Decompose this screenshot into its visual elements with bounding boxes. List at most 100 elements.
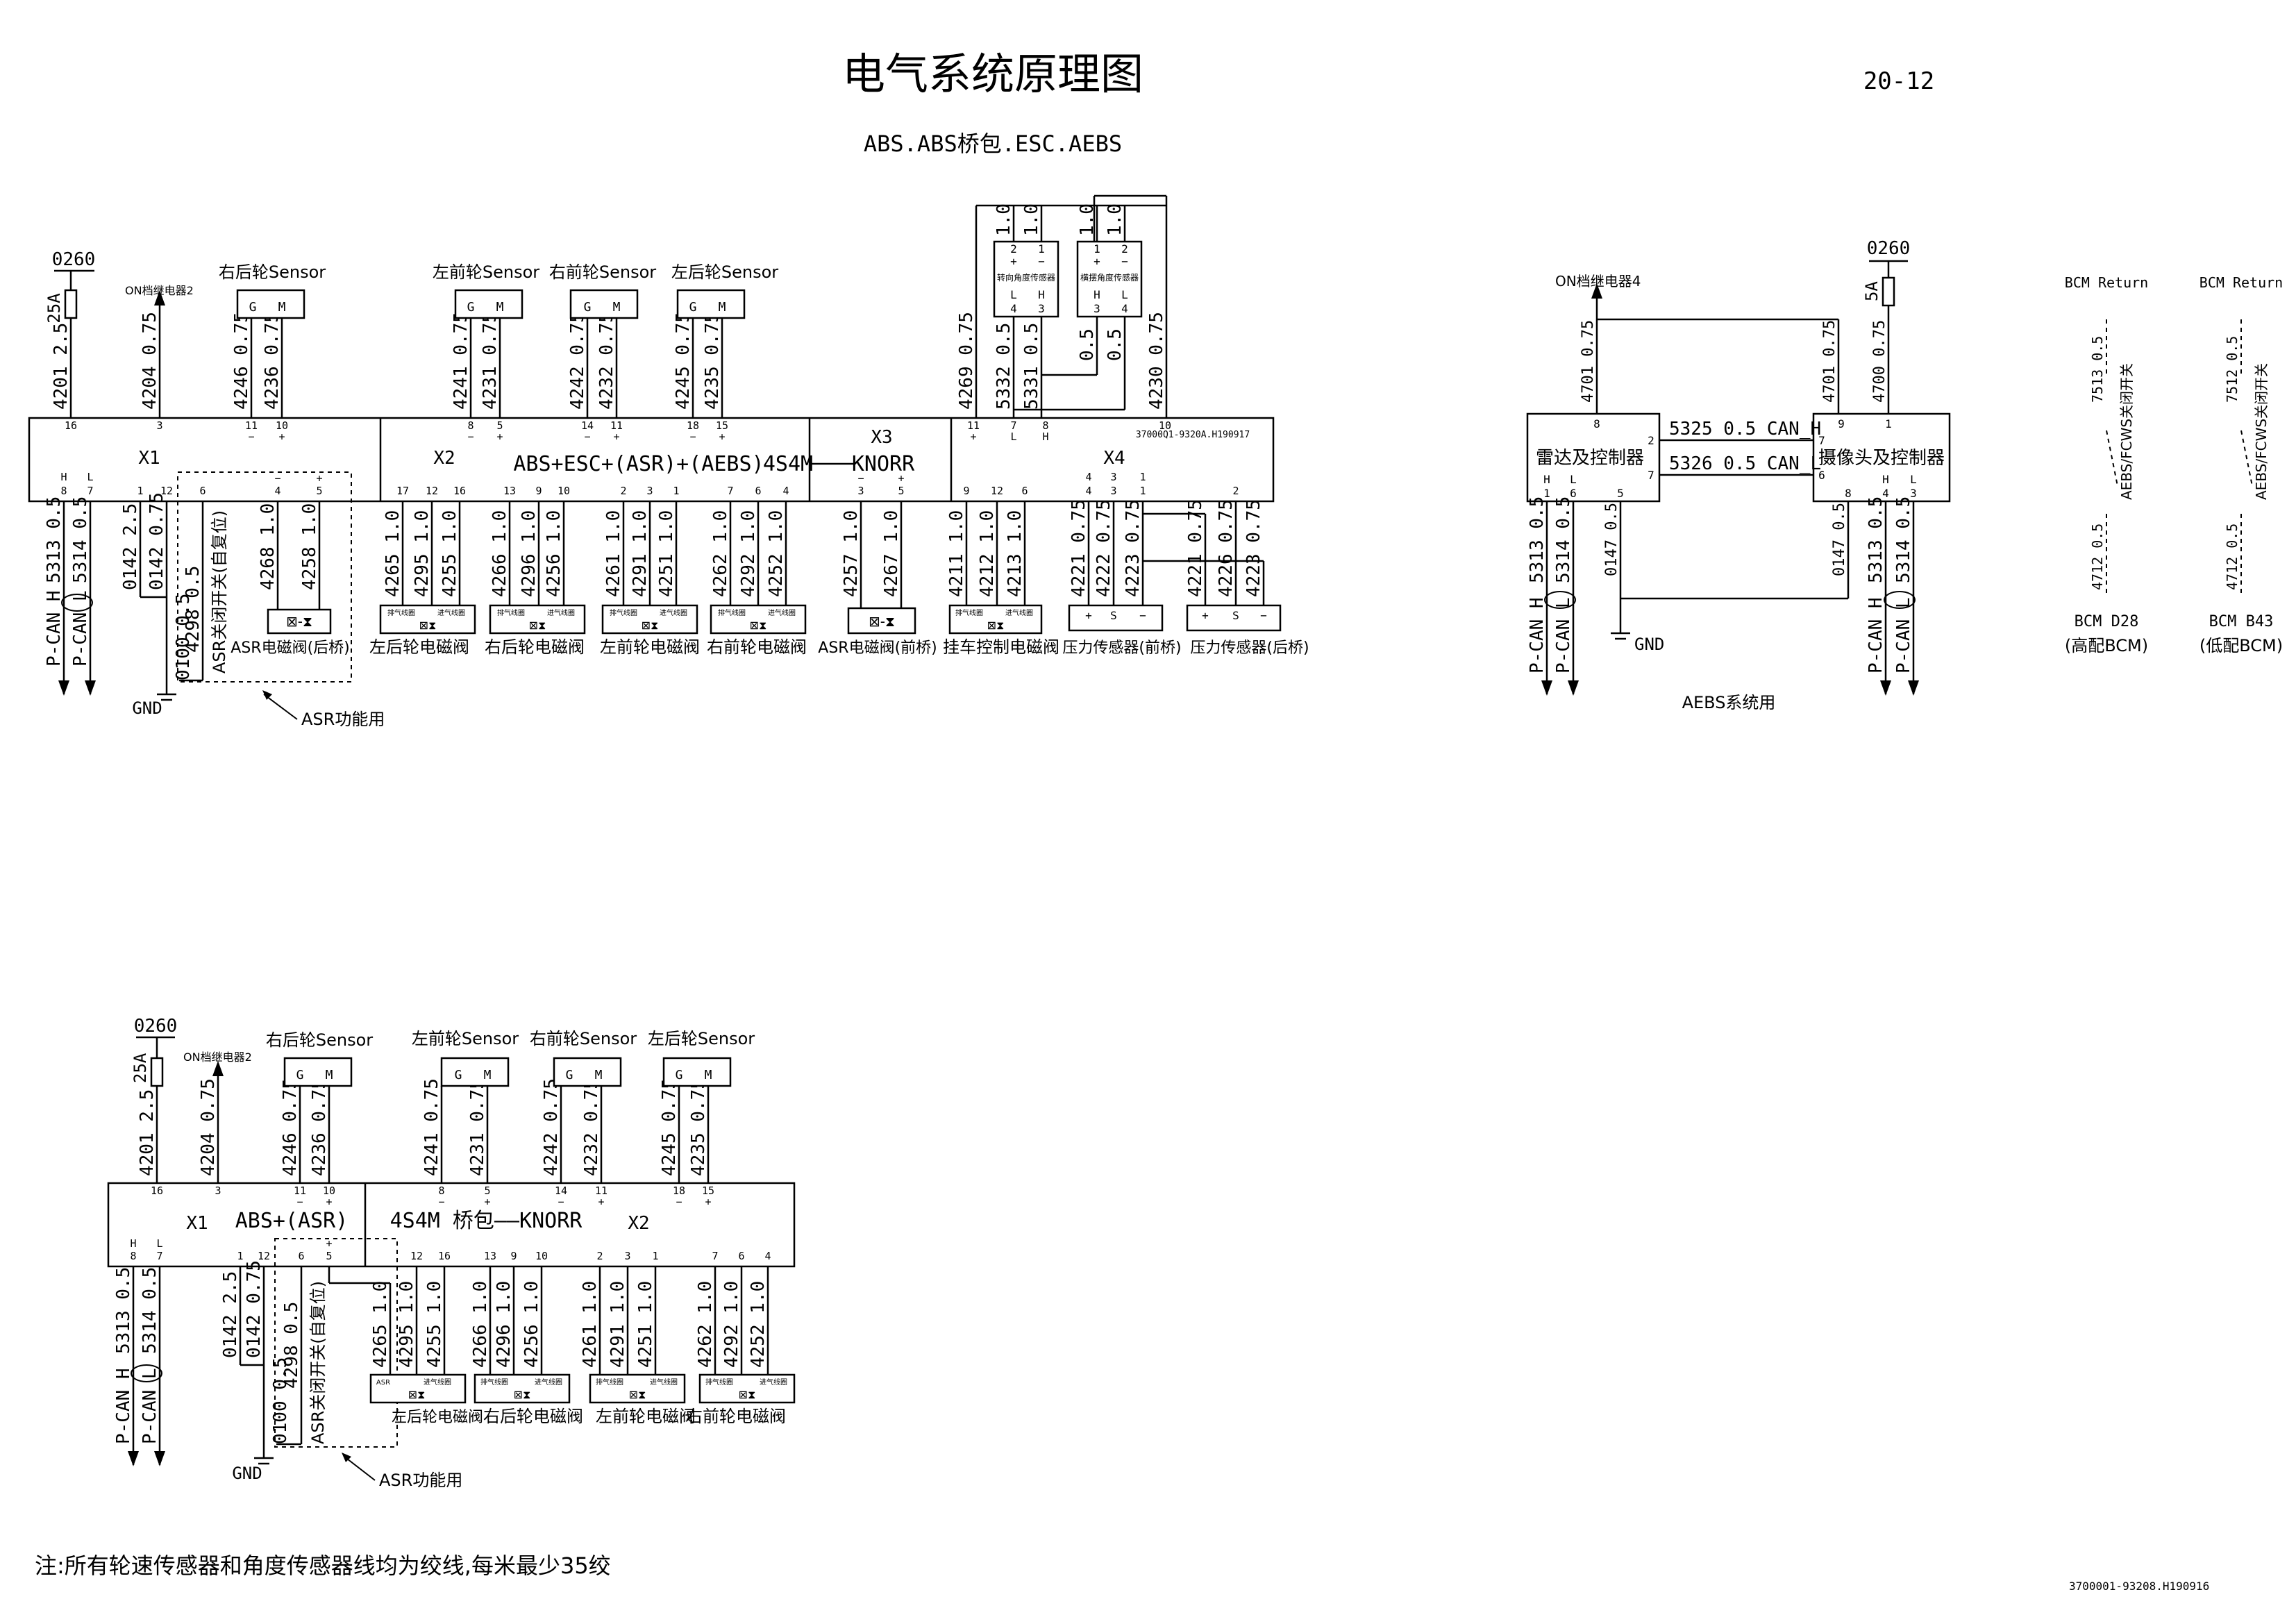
aebs-caption: AEBS系统用 — [1682, 693, 1776, 712]
svg-text:4269 0.75: 4269 0.75 — [956, 312, 977, 410]
top-asr-use: ASR功能用 — [301, 710, 385, 729]
svg-text:S: S — [1232, 609, 1239, 622]
svg-text:4: 4 — [1121, 302, 1128, 315]
svg-text:P-CAN L: P-CAN L — [1893, 597, 1914, 673]
svg-text:8: 8 — [1042, 419, 1048, 432]
svg-text:0147 0.5: 0147 0.5 — [1831, 503, 1848, 576]
svg-text:排气线圈: 排气线圈 — [497, 608, 525, 617]
svg-text:4296 1.0: 4296 1.0 — [494, 1281, 514, 1368]
svg-text:右后轮电磁阀: 右后轮电磁阀 — [483, 1407, 583, 1426]
svg-text:⊠⧗: ⊠⧗ — [987, 619, 1005, 632]
svg-text:5: 5 — [326, 1250, 332, 1262]
angle-sensor-yaw: 横摆角度传感器 — [1080, 272, 1139, 283]
svg-text:+: + — [613, 430, 619, 443]
svg-text:⊠⧗: ⊠⧗ — [629, 1388, 646, 1401]
svg-text:4266 1.0: 4266 1.0 — [470, 1281, 491, 1368]
svg-text:−: − — [1139, 609, 1146, 622]
angle-sensor-steering: 转向角度传感器 — [997, 272, 1055, 283]
aebs-gnd: GND — [1634, 635, 1664, 654]
svg-text:G: G — [566, 1068, 573, 1082]
svg-text:左后轮电磁阀: 左后轮电磁阀 — [369, 637, 469, 657]
svg-text:0.5: 0.5 — [1105, 328, 1125, 361]
svg-text:7: 7 — [727, 485, 733, 497]
svg-text:右前轮电磁阀: 右前轮电磁阀 — [707, 637, 807, 657]
svg-text:1: 1 — [237, 1250, 243, 1262]
svg-text:7512 0.5: 7512 0.5 — [2224, 336, 2240, 403]
svg-text:7: 7 — [1648, 469, 1654, 482]
svg-text:4232 0.75: 4232 0.75 — [596, 312, 617, 410]
svg-text:4: 4 — [1085, 485, 1091, 497]
svg-text:M: M — [326, 1068, 333, 1082]
svg-text:H: H — [1882, 473, 1889, 486]
svg-text:P-CAN H: P-CAN H — [113, 1368, 134, 1444]
svg-text:9: 9 — [510, 1250, 517, 1262]
bottom-ecu-body — [107, 1182, 796, 1268]
aebs-fuse-label: 0260 — [1867, 238, 1911, 259]
svg-text:4: 4 — [764, 1250, 771, 1262]
svg-text:进气线圈: 进气线圈 — [660, 608, 687, 617]
svg-text:15: 15 — [702, 1184, 714, 1197]
aebs-radar-controller — [1526, 412, 1661, 503]
svg-text:3: 3 — [646, 485, 653, 497]
bcm-switch-label-right: AEBS/FCWS关闭开关 — [2253, 363, 2270, 500]
svg-text:14: 14 — [581, 419, 594, 432]
svg-text:2: 2 — [1121, 242, 1128, 256]
svg-text:2: 2 — [1648, 434, 1654, 447]
svg-text:4: 4 — [274, 485, 280, 497]
svg-text:1: 1 — [673, 485, 679, 497]
svg-text:G: G — [296, 1068, 304, 1082]
top-ecu-body — [28, 417, 1275, 503]
svg-text:11: 11 — [595, 1184, 607, 1197]
footnote: 注:所有轮速传感器和角度传感器线均为绞线,每米最少35绞 — [35, 1552, 611, 1579]
svg-text:G: G — [467, 300, 475, 315]
svg-text:4: 4 — [1882, 487, 1889, 500]
svg-text:压力传感器(后桥): 压力传感器(后桥) — [1190, 639, 1309, 657]
svg-text:4: 4 — [782, 485, 789, 497]
top-bottom-wires: P-CAN H P-CAN L 5313 0.5 5314 0.5 GND 01… — [44, 471, 385, 729]
svg-text:8: 8 — [60, 485, 67, 497]
svg-text:10: 10 — [276, 419, 288, 432]
svg-text:4701 0.75: 4701 0.75 — [1579, 320, 1597, 403]
svg-text:4212 1.0: 4212 1.0 — [977, 510, 998, 597]
svg-text:压力传感器(前桥): 压力传感器(前桥) — [1062, 639, 1181, 657]
svg-text:−: − — [467, 430, 474, 443]
svg-text:0142 2.5: 0142 2.5 — [120, 503, 141, 590]
svg-text:2: 2 — [1232, 485, 1239, 497]
top-fuse-rating: 25A — [44, 293, 64, 324]
svg-text:4201 2.5: 4201 2.5 — [51, 323, 72, 410]
svg-text:4268 1.0: 4268 1.0 — [258, 503, 278, 590]
svg-text:5313 0.5: 5313 0.5 — [1866, 496, 1886, 583]
svg-text:4298 0.5: 4298 0.5 — [281, 1302, 302, 1389]
svg-text:7513 0.5: 7513 0.5 — [2089, 336, 2106, 403]
svg-text:4204 0.75: 4204 0.75 — [198, 1078, 219, 1176]
top-on-relay: ON档继电器2 — [125, 284, 194, 297]
svg-text:1: 1 — [1139, 485, 1146, 497]
top-conn-x1: X1 — [138, 448, 160, 469]
svg-text:4252 1.0: 4252 1.0 — [748, 1281, 769, 1368]
svg-text:18: 18 — [687, 419, 699, 432]
svg-text:+: + — [898, 472, 904, 485]
top-conn-x4: X4 — [1103, 448, 1125, 469]
svg-text:排气线圈: 排气线圈 — [955, 608, 983, 617]
top-ecu-sub: 4S4M — [763, 452, 813, 476]
svg-text:−: − — [558, 1196, 564, 1208]
svg-text:排气线圈: 排气线圈 — [480, 1378, 508, 1387]
svg-text:6: 6 — [1570, 487, 1577, 500]
svg-text:ASR电磁阀(后桥): ASR电磁阀(后桥) — [231, 639, 349, 657]
svg-text:⊠⧗: ⊠⧗ — [529, 619, 546, 632]
svg-text:+: + — [1085, 609, 1092, 622]
aebs-system: ON档继电器4 4701 0.75 4701 0.75 0260 5A 4700… — [1526, 238, 1951, 712]
svg-text:−: − — [857, 472, 864, 485]
svg-text:5: 5 — [484, 1184, 490, 1197]
svg-text:3: 3 — [1093, 302, 1100, 315]
svg-text:4236 0.75: 4236 0.75 — [309, 1078, 330, 1176]
svg-text:4267 1.0: 4267 1.0 — [881, 510, 902, 597]
svg-text:4232 0.75: 4232 0.75 — [581, 1078, 602, 1176]
svg-text:⊠⧗: ⊠⧗ — [739, 1388, 756, 1401]
svg-text:M: M — [278, 300, 286, 315]
svg-text:6: 6 — [199, 485, 206, 497]
bcm-return-right: BCM Return — [2199, 274, 2283, 291]
svg-text:左前轮Sensor: 左前轮Sensor — [433, 262, 539, 282]
svg-text:4262 1.0: 4262 1.0 — [710, 510, 731, 597]
svg-text:0142 0.75: 0142 0.75 — [244, 1260, 265, 1358]
